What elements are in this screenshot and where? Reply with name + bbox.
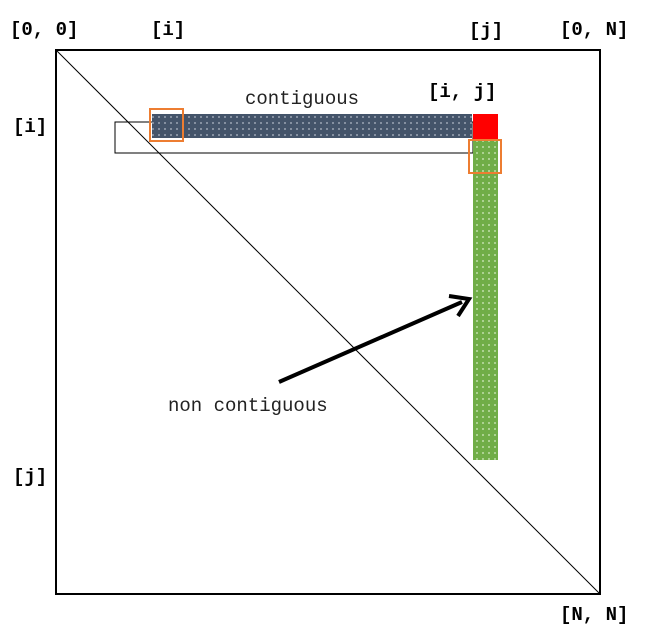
label-top-right: [0, N] (560, 19, 628, 41)
label-cell-ij: [i, j] (428, 81, 496, 103)
label-bottom-right: [N, N] (560, 604, 628, 626)
label-left-j: [j] (13, 466, 47, 488)
arrow-line (278, 300, 463, 384)
cell-ij (473, 114, 498, 139)
contiguous-row (152, 114, 472, 138)
highlight-box-column-start (468, 139, 502, 174)
label-contiguous: contiguous (245, 88, 359, 110)
label-top-j: [j] (469, 20, 503, 42)
matrix-diagonal (55, 49, 601, 595)
label-non-contiguous: non contiguous (168, 395, 328, 417)
highlight-box-row-start (149, 108, 184, 142)
label-top-i: [i] (151, 19, 185, 41)
non-contiguous-column (473, 141, 498, 460)
label-top-left: [0, 0] (10, 19, 78, 41)
arrow-head (448, 294, 473, 318)
label-left-i: [i] (13, 116, 47, 138)
